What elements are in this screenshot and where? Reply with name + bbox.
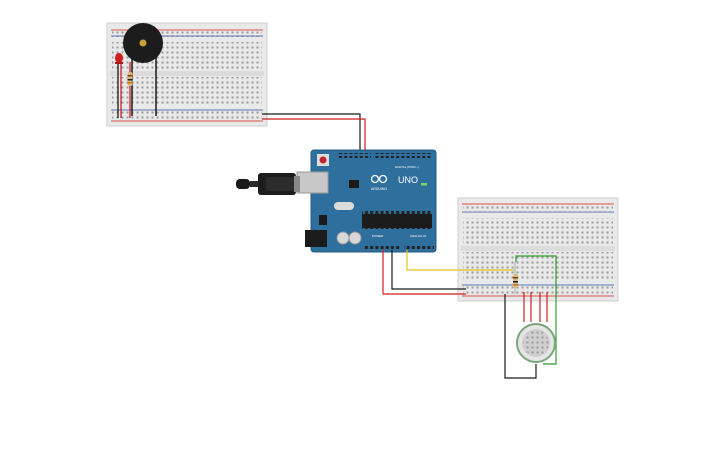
header-analog: [404, 245, 434, 250]
board-model-label: UNO: [398, 175, 418, 185]
breadboard-top-left[interactable]: [106, 22, 268, 127]
power-jack: [305, 230, 327, 247]
header-power: [363, 245, 401, 250]
led-icon[interactable]: [115, 53, 123, 118]
header-power-label: POWER: [372, 234, 384, 238]
atmega-chip: [362, 214, 432, 228]
arduino-logo: [370, 174, 388, 184]
resistor-top-icon[interactable]: [127, 62, 133, 118]
header-top-left: [338, 153, 371, 158]
resistor-right-icon[interactable]: [513, 262, 518, 294]
wires-top[interactable]: [262, 113, 366, 153]
board-brand-label: ARDUINO: [371, 187, 387, 191]
piezo-buzzer-icon[interactable]: [123, 23, 163, 116]
header-digital: [373, 153, 431, 158]
arduino-uno-board[interactable]: UNO ARDUINO DIGITAL (PWM ~) POWER ANALOG…: [296, 149, 437, 253]
header-analog-label: ANALOG IN: [410, 234, 426, 238]
wires-bottom[interactable]: [382, 250, 514, 295]
header-digital-label: DIGITAL (PWM ~): [395, 165, 419, 169]
breadboard-right[interactable]: [457, 197, 619, 302]
usb-port: [296, 171, 329, 194]
gas-sensor-icon[interactable]: [516, 323, 556, 363]
usb-cable-icon[interactable]: [236, 173, 300, 195]
wires-sensor[interactable]: [504, 255, 557, 379]
